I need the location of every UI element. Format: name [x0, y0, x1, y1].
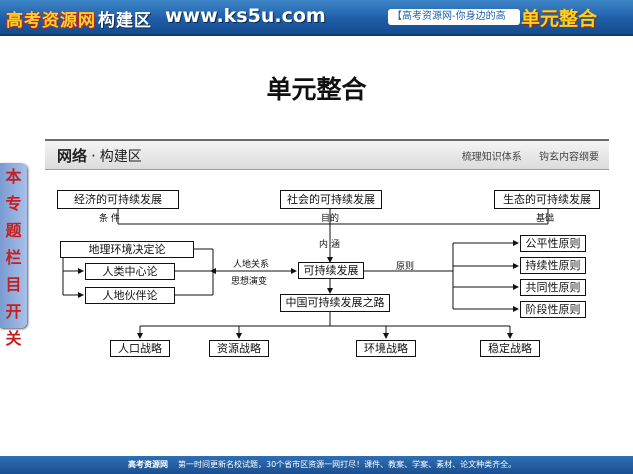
- label-principle: 原则: [396, 262, 415, 272]
- side-tab-char: 关: [5, 329, 22, 348]
- side-tab-char: 栏: [5, 248, 22, 267]
- node-economic-sustainability: 经济的可持续发展: [57, 190, 179, 209]
- node-principle-continuity: 持续性原则: [520, 257, 586, 274]
- site-url[interactable]: www.ks5u.com: [165, 5, 326, 27]
- node-ecological-sustainability: 生态的可持续发展: [494, 190, 600, 209]
- node-china-sustainable-road: 中国可持续发展之路: [280, 294, 390, 312]
- node-resource-strategy: 资源战略: [209, 340, 269, 357]
- unit-banner-title: 单元整合: [521, 8, 598, 30]
- node-anthropocentrism: 人类中心论: [85, 263, 175, 280]
- node-stability-strategy: 稳定战略: [480, 340, 540, 357]
- top-banner: 高考资源网构建区 www.ks5u.com 【高考资源网-你身边的高 单元整合: [0, 0, 633, 36]
- label-thought-evolution: 思想演变: [231, 277, 268, 287]
- side-tab-char: 题: [5, 221, 22, 240]
- section-separator: ·: [91, 147, 96, 165]
- section-tab-label: 网络: [57, 147, 88, 165]
- footer-brand[interactable]: 高考资源网: [128, 460, 168, 469]
- node-population-strategy: 人口战略: [110, 340, 170, 357]
- node-social-sustainability: 社会的可持续发展: [280, 190, 382, 209]
- node-principle-fairness: 公平性原则: [520, 235, 586, 252]
- label-condition: 条 件: [99, 214, 120, 224]
- node-human-nature-partnership: 人地伙伴论: [85, 287, 175, 304]
- footer-text: 第一时间更新名校试题，30个省市区资源一网打尽！课件、教案、学案、素材、论文种类…: [178, 460, 517, 469]
- node-environmental-determinism: 地理环境决定论: [60, 241, 194, 258]
- brand-logo[interactable]: 高考资源网构建区: [6, 6, 152, 31]
- node-environment-strategy: 环境战略: [356, 340, 416, 357]
- footer-bar: 高考资源网 第一时间更新名校试题，30个省市区资源一网打尽！课件、教案、学案、素材…: [0, 456, 633, 474]
- label-human-land-relation: 人地关系: [233, 260, 270, 270]
- section-summary-1: 梳理知识体系: [461, 152, 522, 163]
- side-tab-char: 专: [5, 194, 22, 213]
- node-principle-commonality: 共同性原则: [520, 279, 586, 296]
- section-sub-label: 构建区: [99, 149, 142, 165]
- label-foundation: 基础: [536, 214, 555, 224]
- page-title: 单元整合: [266, 75, 367, 104]
- side-tab-char: 本: [5, 167, 22, 186]
- side-tab-char: 目: [5, 275, 22, 294]
- column-toggle-tab[interactable]: 本 专 题 栏 目 开 关: [0, 163, 27, 348]
- node-principle-staging: 阶段性原则: [520, 301, 586, 318]
- label-purpose: 目的: [321, 214, 340, 224]
- section-tab: 网络·构建区: [57, 145, 142, 166]
- node-sustainable-development: 可持续发展: [298, 262, 364, 279]
- side-tab-char: 开: [5, 302, 22, 321]
- section-summary: 梳理知识体系 钩玄内容纲要: [448, 148, 599, 163]
- label-connotation: 内 涵: [319, 240, 340, 250]
- section-header: 网络·构建区 梳理知识体系 钩玄内容纲要: [45, 139, 609, 170]
- brand-zone: 构建区: [98, 11, 152, 31]
- site-slogan: 【高考资源网-你身边的高: [388, 9, 520, 25]
- brand-text: 高考资源网: [6, 11, 96, 31]
- section-summary-2: 钩玄内容纲要: [539, 152, 599, 163]
